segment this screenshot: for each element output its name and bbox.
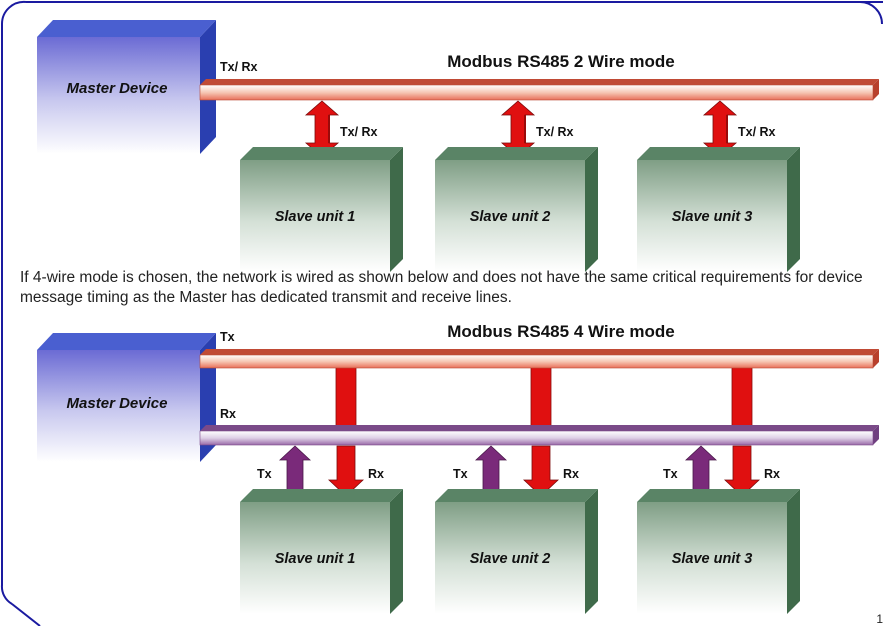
diagram-4-wire: Master Device Tx Rx Modbus RS485 4 Wire … <box>37 322 879 614</box>
master-device-label: Master Device <box>67 80 168 97</box>
master-device-label: Master Device <box>67 395 168 412</box>
bus-label-tx: Tx <box>220 330 235 344</box>
diagram-title-4-wire: Modbus RS485 4 Wire mode <box>447 322 675 341</box>
slave-unit-2-box: Slave unit 2 <box>435 489 598 614</box>
link-label-rx-1: Rx <box>368 467 384 481</box>
slave-unit-2-label: Slave unit 2 <box>470 209 551 225</box>
diagram-2-wire: Master Device Tx/ Rx Modbus RS485 2 Wire… <box>37 20 879 272</box>
tx-drop-link-2 <box>530 364 552 434</box>
bus-label-txrx: Tx/ Rx <box>220 60 258 74</box>
slave-unit-3-box: Slave unit 3 <box>637 147 800 272</box>
slave-unit-1-label: Slave unit 1 <box>275 551 356 567</box>
master-device-box: Master Device <box>37 333 216 462</box>
slave-unit-3-box: Slave unit 3 <box>637 489 800 614</box>
link-label-tx-2: Tx <box>453 467 468 481</box>
tx-rx-bus <box>199 79 879 101</box>
tx-drop-link-1 <box>335 364 357 434</box>
diagram-title-2-wire: Modbus RS485 2 Wire mode <box>447 52 675 71</box>
link-label-txrx-3: Tx/ Rx <box>738 125 776 139</box>
page-frame-right <box>859 1 883 25</box>
rx-down-arrow-2 <box>522 445 560 497</box>
master-device-box: Master Device <box>37 20 216 154</box>
slave-unit-1-label: Slave unit 1 <box>275 209 356 225</box>
tx-bus <box>199 349 879 369</box>
rx-bus <box>199 425 879 446</box>
bidirectional-arrow-1 <box>304 100 340 158</box>
bus-label-rx: Rx <box>220 407 236 421</box>
link-label-rx-3: Rx <box>764 467 780 481</box>
link-label-txrx-1: Tx/ Rx <box>340 125 378 139</box>
page-number: 1 <box>876 612 883 626</box>
rx-down-arrow-3 <box>723 445 761 497</box>
caption-text: If 4-wire mode is chosen, the network is… <box>20 269 863 306</box>
link-label-rx-2: Rx <box>563 467 579 481</box>
link-label-txrx-2: Tx/ Rx <box>536 125 574 139</box>
slave-unit-2-box: Slave unit 2 <box>435 147 598 272</box>
link-label-tx-1: Tx <box>257 467 272 481</box>
slave-unit-2-label: Slave unit 2 <box>470 551 551 567</box>
link-label-tx-3: Tx <box>663 467 678 481</box>
slave-unit-3-label: Slave unit 3 <box>672 551 753 567</box>
slave-unit-1-box: Slave unit 1 <box>240 147 403 272</box>
tx-drop-link-3 <box>731 364 753 434</box>
rx-down-arrow-1 <box>327 445 365 497</box>
slave-unit-3-label: Slave unit 3 <box>672 209 753 225</box>
slave-unit-1-box: Slave unit 1 <box>240 489 403 614</box>
